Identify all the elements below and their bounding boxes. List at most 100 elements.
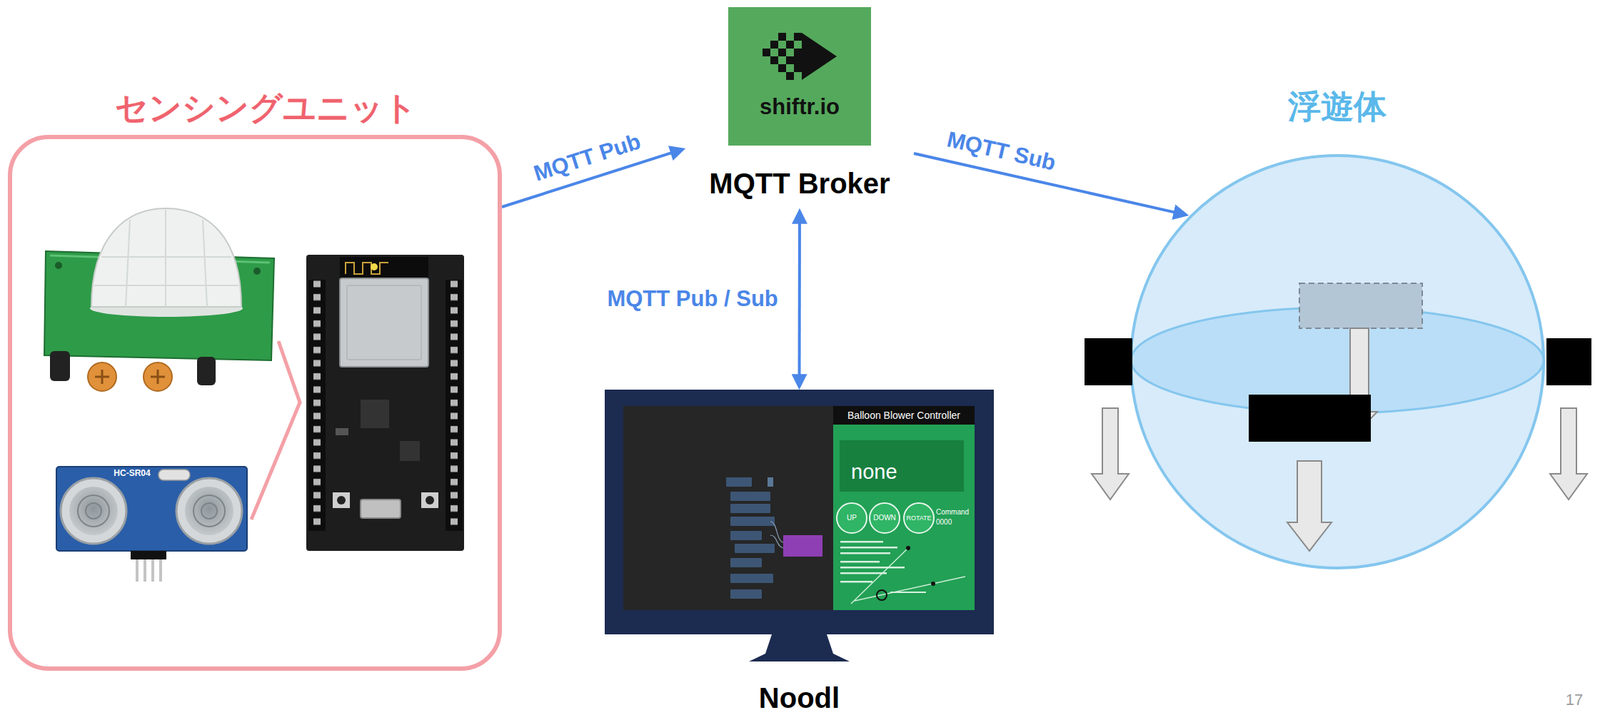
logo-pixel <box>793 48 803 65</box>
control-button <box>903 503 934 534</box>
esp32-board <box>425 496 435 505</box>
esp32-board <box>306 254 465 552</box>
preview-pane <box>833 406 975 611</box>
esp32-board <box>339 257 429 279</box>
graph-node <box>783 535 823 557</box>
ultrasonic-sensor <box>56 466 248 582</box>
pir-sensor <box>44 208 275 392</box>
graph-node <box>730 589 762 600</box>
logo-pixel <box>778 48 787 57</box>
grouping-bracket <box>251 341 300 520</box>
control-button <box>869 503 900 534</box>
ultrasonic-sensor <box>60 478 127 545</box>
thrust-arrow <box>1287 461 1332 552</box>
graph-node <box>730 516 775 527</box>
text-placeholder <box>840 546 898 550</box>
esp32-board <box>346 285 422 360</box>
text-placeholder <box>840 552 891 555</box>
esp32-board <box>445 279 463 532</box>
app-title: Balloon Blower Controller <box>847 409 961 422</box>
chart-marker <box>906 546 911 551</box>
esp32-board <box>339 278 429 367</box>
esp32-board <box>370 263 378 271</box>
connector-label: MQTT Pub <box>530 128 644 187</box>
ultrasonic-sensor <box>137 559 161 582</box>
esp32-board <box>335 428 349 436</box>
connector-label: MQTT Sub <box>944 126 1059 176</box>
graph-node <box>726 477 752 487</box>
esp32-board <box>445 279 463 532</box>
esp32-board <box>306 254 465 552</box>
connector-label: MQTT Pub / Sub <box>606 286 778 313</box>
broker-logo <box>728 7 872 146</box>
logo-pixel <box>793 32 802 41</box>
esp32-board <box>421 492 439 509</box>
graph-node <box>730 531 762 541</box>
graph-node <box>730 491 771 502</box>
button-label: DOWN <box>873 514 897 523</box>
graph-node <box>730 574 774 584</box>
ultrasonic-sensor <box>176 478 243 545</box>
monitor-node: NoodlBalloon Blower ControllernoneUPDOWN… <box>604 389 994 635</box>
sensing-unit-box: センシングユニット <box>7 134 502 672</box>
logo-pixel <box>793 64 802 73</box>
pir-sensor <box>87 362 117 392</box>
part-marking: HC-SR04 <box>113 469 150 480</box>
pir-sensor <box>94 369 110 385</box>
status-value: none <box>851 460 898 485</box>
thrust-arrow <box>1091 408 1129 500</box>
body-heading: 浮遊体 <box>1287 87 1387 126</box>
command-label: Command <box>936 508 969 517</box>
esp32-board <box>399 441 420 462</box>
pir-sensor <box>54 262 63 270</box>
ultrasonic-sensor <box>69 486 118 536</box>
hidden-fan <box>1299 283 1423 329</box>
fan-unit <box>1546 338 1592 386</box>
chart-line <box>854 576 966 602</box>
connector-arrow <box>798 217 802 381</box>
ultrasonic-sensor <box>184 486 234 536</box>
floating-body-illustration <box>1128 153 1546 571</box>
status-panel <box>839 440 964 492</box>
pir-sensor <box>197 356 216 386</box>
text-placeholder <box>840 541 884 544</box>
esp32-board <box>332 492 350 509</box>
ultrasonic-sensor <box>130 551 167 560</box>
text-placeholder <box>840 572 887 575</box>
monitor-illustration <box>604 389 994 635</box>
pir-sensor <box>143 362 173 392</box>
text-placeholder <box>840 566 905 570</box>
esp32-board <box>360 499 401 519</box>
broker-node: shiftr.ioMQTT Broker <box>685 7 914 209</box>
page-number: 17 <box>1565 691 1583 709</box>
graph-node <box>730 558 762 568</box>
graph-node <box>730 504 771 514</box>
chart-marker <box>931 581 936 587</box>
logo-pixel <box>786 56 794 65</box>
sphere-outline <box>1130 155 1544 569</box>
logo-arrow <box>801 32 837 80</box>
monitor-frame <box>604 389 994 635</box>
ultrasonic-sensor <box>85 503 102 520</box>
text-placeholder <box>840 561 880 564</box>
pir-sensor <box>150 369 165 385</box>
graph-node <box>767 477 774 487</box>
ultrasonic-sensor <box>201 503 218 520</box>
esp32-board <box>308 279 326 532</box>
control-button <box>836 503 867 534</box>
logo-pixel <box>778 64 787 73</box>
logo-pixel <box>778 32 787 41</box>
graph-node <box>734 544 775 554</box>
button-label: ROTATE <box>906 514 932 522</box>
esp32-board <box>336 496 346 505</box>
text-placeholder <box>840 581 873 584</box>
button-label: UP <box>846 514 857 523</box>
group-heading: センシングユニット <box>114 89 417 128</box>
preview-header <box>833 406 975 425</box>
pir-sensor <box>253 267 261 275</box>
editor-pane <box>623 406 834 611</box>
broker-logo-tile: shiftr.io <box>728 7 872 146</box>
floating-body: 浮遊体 <box>1128 153 1546 571</box>
